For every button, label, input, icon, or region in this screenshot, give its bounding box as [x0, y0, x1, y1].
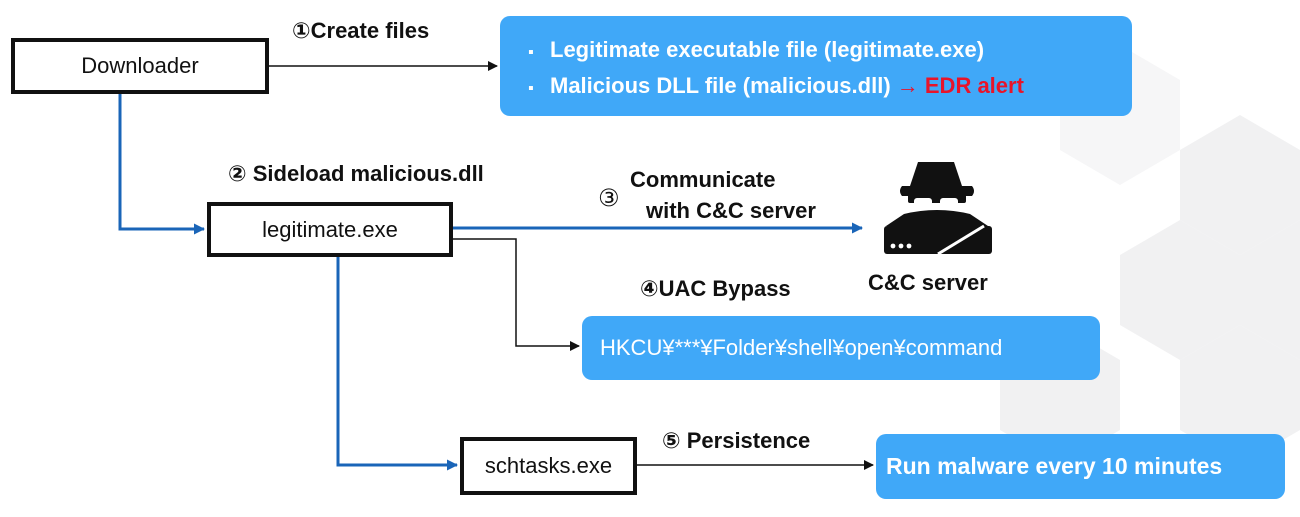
- files-line-malicious: ▪ Malicious DLL file (malicious.dll) → ED…: [528, 68, 1132, 104]
- step-persistence-label: ⑤ Persistence: [662, 428, 811, 453]
- files-box: ▪ Legitimate executable file (legitimate.…: [500, 16, 1132, 116]
- cc-server-label: C&C server: [868, 270, 988, 295]
- files-line1-text: Legitimate executable file (legitimate.e…: [550, 37, 985, 62]
- bullet-icon: ▪: [528, 80, 534, 97]
- node-downloader: Downloader: [11, 38, 269, 94]
- step-uac-bypass-label: ④UAC Bypass: [640, 276, 791, 301]
- uac-registry-text: HKCU¥***¥Folder¥shell¥open¥command: [600, 335, 1003, 360]
- step-create-files-label: ①Create files: [292, 18, 430, 43]
- node-schtasks-exe-label: schtasks.exe: [484, 453, 613, 478]
- node-schtasks-exe: schtasks.exe: [460, 437, 637, 495]
- arrow-to-schtasks: [336, 257, 458, 471]
- step-communicate-number: ③: [598, 185, 620, 212]
- files-line-legitimate: ▪ Legitimate executable file (legitimate.…: [528, 32, 1132, 68]
- step-sideload-label: ② Sideload malicious.dll: [228, 161, 484, 186]
- hacker-icon: [884, 162, 992, 256]
- run-malware-text: Run malware every 10 minutes: [886, 453, 1223, 479]
- bullet-icon: ▪: [528, 44, 534, 61]
- uac-registry-box: HKCU¥***¥Folder¥shell¥open¥command: [582, 316, 1100, 380]
- step-communicate-label-line1: Communicate: [630, 167, 776, 192]
- arrow-uac-bypass: [453, 238, 580, 351]
- step-communicate-label-line2: with C&C server: [646, 198, 816, 223]
- edr-alert-text: → EDR alert: [890, 73, 1024, 98]
- node-legitimate-exe: legitimate.exe: [207, 202, 453, 257]
- node-legitimate-exe-label: legitimate.exe: [262, 216, 398, 242]
- run-malware-box: Run malware every 10 minutes: [876, 434, 1285, 499]
- node-downloader-label: Downloader: [81, 53, 199, 78]
- arrow-sideload: [118, 94, 205, 235]
- files-line2-text: Malicious DLL file (malicious.dll): [550, 73, 891, 98]
